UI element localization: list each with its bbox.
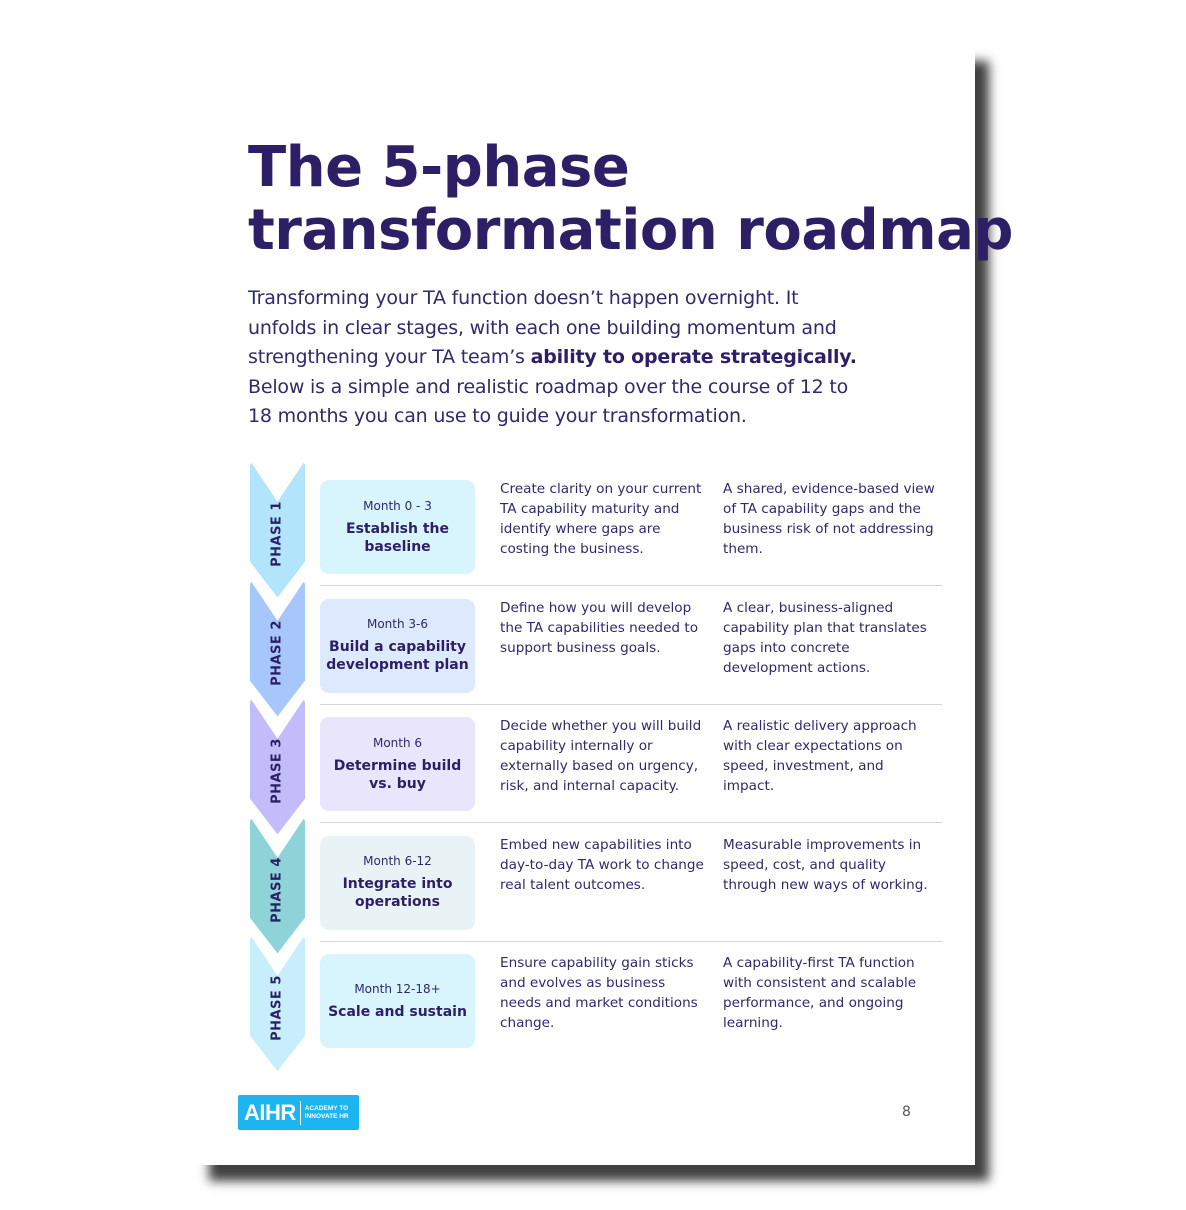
- phase-chevron: PHASE 5: [249, 936, 306, 1074]
- phase-label: PHASE 4: [269, 856, 285, 923]
- phase-action: Ensure capability gain sticks and evolve…: [500, 955, 698, 1031]
- phase-card: Month 6 Determine build vs. buy: [320, 717, 475, 811]
- intro-line: strengthening your TA team’s ability to …: [248, 343, 857, 373]
- page-number: 8: [902, 1104, 911, 1120]
- phase-card: Month 6-12 Integrate into operations: [320, 835, 475, 930]
- phase-action: Decide whether you will build capability…: [500, 718, 702, 794]
- logo-tagline-line: INNOVATE HR: [304, 1112, 349, 1120]
- phase-action: Define how you will develop the TA capab…: [500, 599, 699, 656]
- phase-chevron: PHASE 3: [249, 699, 306, 837]
- phase-outcome: A capability-first TA function with cons…: [723, 955, 917, 1031]
- phase-month: Month 0 - 3: [363, 498, 432, 513]
- intro-line: Transforming your TA function doesn’t ha…: [248, 287, 799, 309]
- phase-card: Month 12-18+ Scale and sustain: [320, 954, 475, 1048]
- phase-label: PHASE 2: [269, 619, 285, 686]
- intro-line: Below is a simple and realistic roadmap …: [248, 375, 849, 398]
- phase-card: Month 3-6 Build a capability development…: [320, 598, 475, 693]
- phase-card: Month 0 - 3 Establish the baseline: [320, 480, 475, 574]
- phase-label: PHASE 5: [269, 975, 285, 1041]
- phase-outcome: Measurable improvements in speed, cost, …: [723, 836, 928, 893]
- row-divider: [320, 703, 942, 705]
- phase-name: Integrate into operations: [342, 876, 453, 910]
- row-divider: [320, 585, 942, 586]
- row-divider: [320, 940, 942, 942]
- phase-outcome: A realistic delivery approach with clear…: [723, 718, 917, 794]
- row-divider: [320, 822, 942, 823]
- logo-wordmark: AIHR: [244, 1099, 296, 1125]
- phase-label: PHASE 1: [269, 501, 285, 567]
- phase-outcome: A clear, business-aligned capability pla…: [723, 599, 927, 676]
- intro-line: unfolds in clear stages, with each one b…: [248, 316, 837, 339]
- phase-month: Month 6: [372, 735, 423, 750]
- intro-text: strengthening your TA team’s: [248, 346, 531, 368]
- page-title: The 5-phase transformation roadmap: [248, 136, 1013, 262]
- phase-name: Determine build vs. buy: [333, 757, 462, 792]
- phase-chevron: PHASE 1: [249, 462, 306, 600]
- phase-month: Month 6-12: [363, 854, 432, 868]
- intro-paragraph: Transforming your TA function doesn’t ha…: [248, 284, 857, 432]
- phase-action: Embed new capabilities into day-to-day T…: [500, 836, 704, 893]
- phase-month: Month 12-18+: [354, 981, 441, 996]
- phase-chevron: PHASE 2: [249, 580, 306, 719]
- phase-name: Establish the baseline: [346, 520, 449, 555]
- title-line: transformation roadmap: [248, 198, 1013, 263]
- phase-chevron: PHASE 4: [249, 817, 306, 956]
- phase-name: Scale and sustain: [328, 1003, 467, 1020]
- phase-action: Create clarity on your current TA capabi…: [500, 481, 702, 557]
- intro-emphasis: ability to operate strategically.: [530, 346, 857, 368]
- phase-month: Month 3-6: [366, 617, 429, 631]
- logo-divider: [299, 1100, 301, 1125]
- intro-line: 18 months you can use to guide your tran…: [248, 405, 747, 427]
- phase-label: PHASE 3: [269, 738, 285, 804]
- phase-name: Build a capability development plan: [326, 639, 469, 673]
- title-line: The 5-phase: [248, 135, 630, 200]
- logo-tagline-line: ACADEMY TO: [304, 1104, 349, 1112]
- phase-outcome: A shared, evidence-based view of TA capa…: [723, 481, 935, 557]
